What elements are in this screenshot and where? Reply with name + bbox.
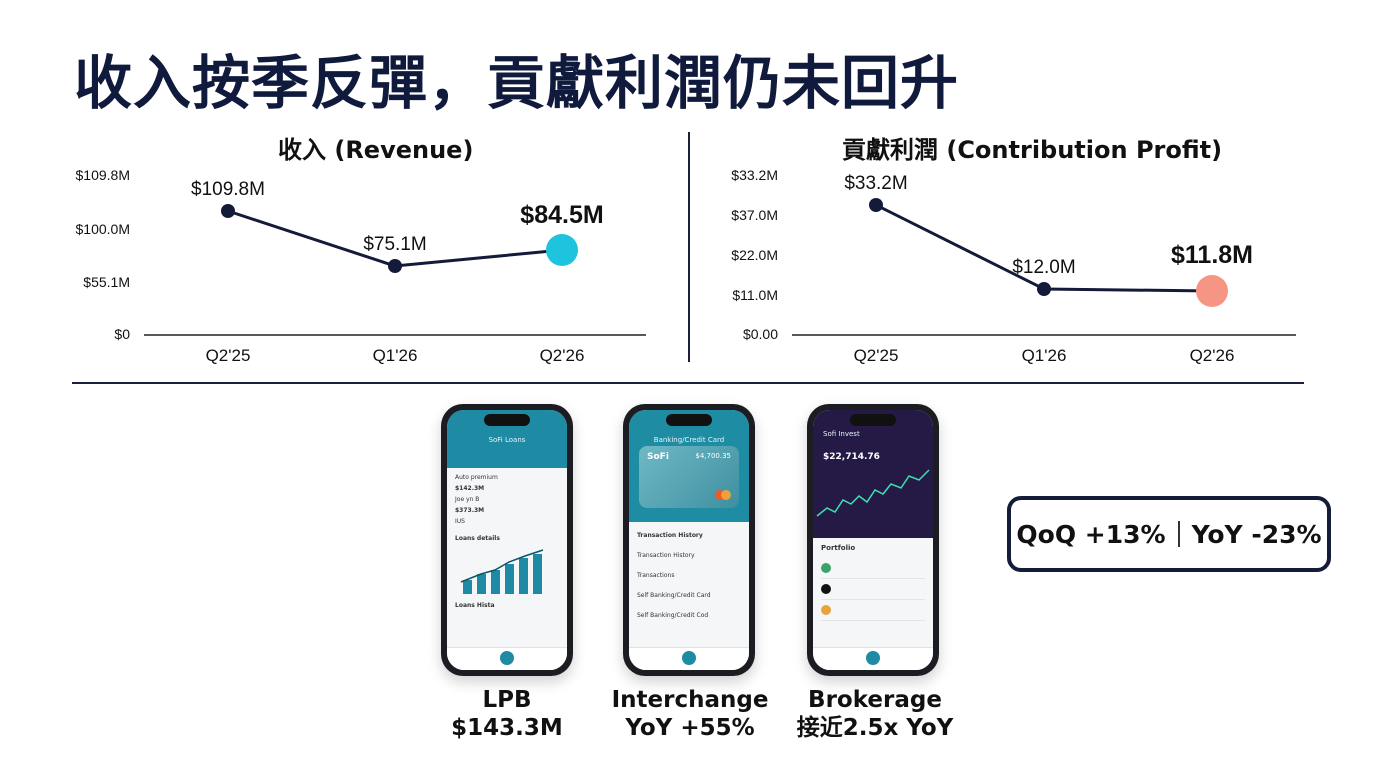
caption-title: Brokerage — [808, 687, 942, 713]
phone-nav-bar — [813, 647, 933, 670]
nav-home-icon — [866, 651, 880, 665]
caption-interchange: Interchange YoY +55% — [605, 686, 775, 742]
card-brand: SoFi — [647, 452, 669, 462]
data-label: $109.8M — [191, 179, 265, 200]
loans-row: Joe yn B — [455, 496, 480, 503]
kpi-yoy: YoY -23% — [1191, 519, 1322, 549]
phone-nav-bar — [629, 647, 749, 670]
data-point — [869, 198, 883, 212]
banking-app-header: Banking/Credit Card SoFi $4,700.35 — [629, 410, 749, 522]
phone-banking-screen: Banking/Credit Card SoFi $4,700.35 Trans… — [629, 410, 749, 670]
invest-app-header: Sofi Invest $22,714.76 — [813, 410, 933, 538]
card-balance: $4,700.35 — [695, 452, 731, 460]
data-point — [388, 259, 402, 273]
y-tick-label: $37.0M — [731, 207, 778, 223]
transaction-history-label: Transaction History — [637, 532, 703, 539]
transaction-row: Self Banking/Credit Card — [637, 592, 711, 599]
y-tick-label: $11.0M — [732, 287, 778, 303]
data-label: $84.5M — [520, 201, 603, 229]
data-label: $33.2M — [844, 173, 907, 194]
loans-row: Loans Hista — [455, 602, 495, 609]
page-title: 收入按季反彈，貢獻利潤仍未回升 — [74, 49, 960, 117]
x-tick-label: Q1'26 — [1022, 346, 1067, 365]
x-tick-label: Q2'25 — [854, 346, 899, 365]
transaction-row: Transaction History — [637, 552, 695, 559]
nav-home-icon — [500, 651, 514, 665]
data-label: $11.8M — [1171, 241, 1253, 269]
caption-lpb: LPB $143.3M — [441, 686, 573, 742]
section-divider — [72, 382, 1304, 384]
y-tick-label: $109.8M — [76, 167, 130, 183]
y-tick-label: $55.1M — [83, 274, 130, 290]
phone-notch — [484, 414, 530, 426]
x-tick-label: Q2'26 — [1190, 346, 1235, 365]
portfolio-value: $22,714.76 — [823, 452, 880, 462]
phone-invest-screen: Sofi Invest $22,714.76 Portfolio — [813, 410, 933, 670]
x-tick-label: Q2'26 — [540, 346, 585, 365]
loans-bar-chart-icon — [460, 549, 544, 594]
phone-loans-screen: SoFi Loans Auto premium $142.3M Joe yn B… — [447, 410, 567, 670]
caption-value: $143.3M — [451, 715, 563, 741]
caption-value: 接近2.5x YoY — [796, 715, 954, 741]
phone-notch — [666, 414, 712, 426]
loans-row: Auto premium — [455, 474, 498, 481]
y-tick-label: $0 — [114, 326, 130, 342]
phone-loans: SoFi Loans Auto premium $142.3M Joe yn B… — [441, 404, 573, 676]
x-tick-label: Q2'25 — [206, 346, 251, 365]
holding-icon — [821, 605, 831, 615]
phone-banking: Banking/Credit Card SoFi $4,700.35 Trans… — [623, 404, 755, 676]
revenue-chart: $0 $55.1M $100.0M $109.8M Q2'25 Q1'26 Q2'26 $10… — [76, 167, 646, 365]
series-line — [875, 203, 1213, 293]
data-point — [1037, 282, 1051, 296]
y-tick-label: $0.00 — [743, 326, 778, 342]
caption-brokerage: Brokerage 接近2.5x YoY — [790, 686, 960, 742]
loans-row: Loans details — [455, 535, 500, 542]
loans-row: $373.3M — [455, 507, 485, 514]
transaction-row: Transactions — [637, 572, 675, 579]
phone-notch — [850, 414, 896, 426]
data-label: $12.0M — [1012, 257, 1075, 278]
caption-value: YoY +55% — [625, 715, 755, 741]
phone-nav-bar — [447, 647, 567, 670]
portfolio-line-chart-icon — [816, 469, 930, 517]
banking-app-title: Banking/Credit Card — [653, 436, 725, 444]
profit-chart-title: 貢獻利潤 (Contribution Profit) — [842, 136, 1223, 164]
y-tick-label: $33.2M — [731, 167, 778, 183]
caption-title: Interchange — [611, 687, 769, 713]
contribution-profit-chart: $0.00 $11.0M $22.0M $37.0M $33.2M Q2'25 Q1'26 Q… — [731, 167, 1296, 365]
revenue-chart-title: 收入 (Revenue) — [278, 136, 474, 164]
data-point — [1196, 275, 1228, 307]
phone-invest: Sofi Invest $22,714.76 Portfolio — [807, 404, 939, 676]
y-tick-label: $100.0M — [76, 221, 130, 237]
x-tick-label: Q1'26 — [373, 346, 418, 365]
caption-title: LPB — [482, 687, 532, 713]
kpi-box: QoQ +13% YoY -23% — [1007, 496, 1331, 572]
y-tick-label: $22.0M — [731, 247, 778, 263]
holding-icon — [821, 584, 831, 594]
kpi-qoq: QoQ +13% — [1016, 519, 1166, 549]
invest-app-title: Sofi Invest — [823, 430, 860, 438]
data-label: $75.1M — [363, 234, 426, 255]
chart-divider — [688, 132, 690, 362]
data-point — [221, 204, 235, 218]
loans-app-title: SoFi Loans — [488, 436, 526, 444]
transaction-row: Self Banking/Credit Cod — [637, 612, 709, 619]
loans-row: $142.3M — [455, 485, 485, 492]
portfolio-label: Portfolio — [821, 544, 856, 552]
kpi-separator — [1177, 521, 1180, 547]
nav-home-icon — [682, 651, 696, 665]
credit-card-icon: SoFi $4,700.35 — [639, 446, 739, 508]
loans-row: IUS — [455, 518, 465, 525]
holding-icon — [821, 563, 831, 573]
data-point — [546, 234, 578, 266]
